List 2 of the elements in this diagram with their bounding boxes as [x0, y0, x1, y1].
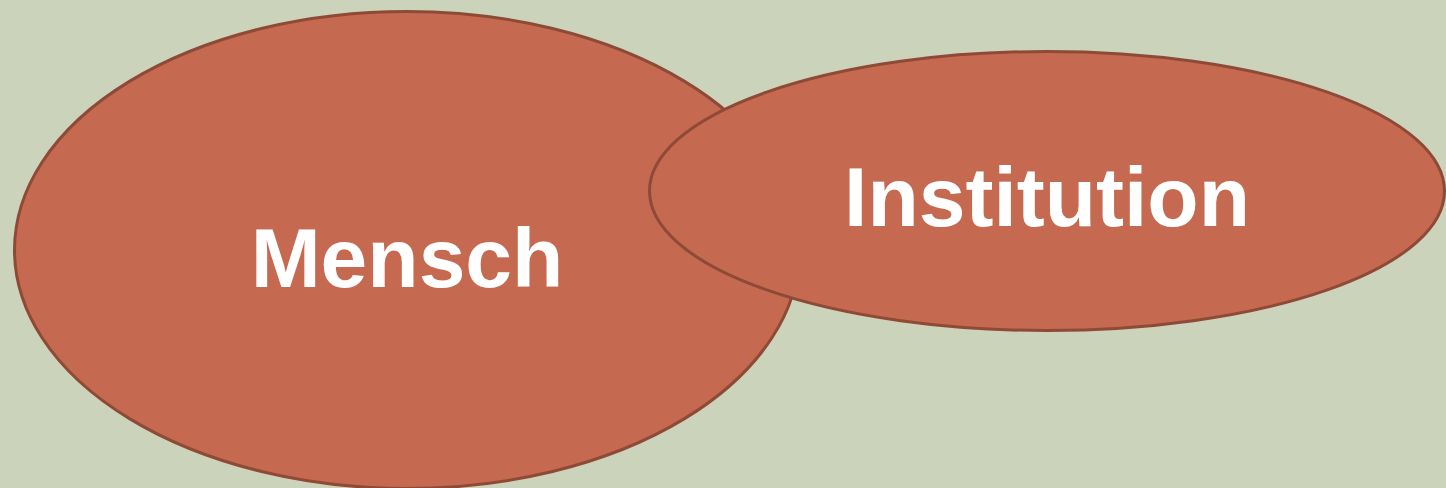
node-label: Institution [844, 155, 1250, 239]
node-label: Mensch [250, 216, 564, 300]
